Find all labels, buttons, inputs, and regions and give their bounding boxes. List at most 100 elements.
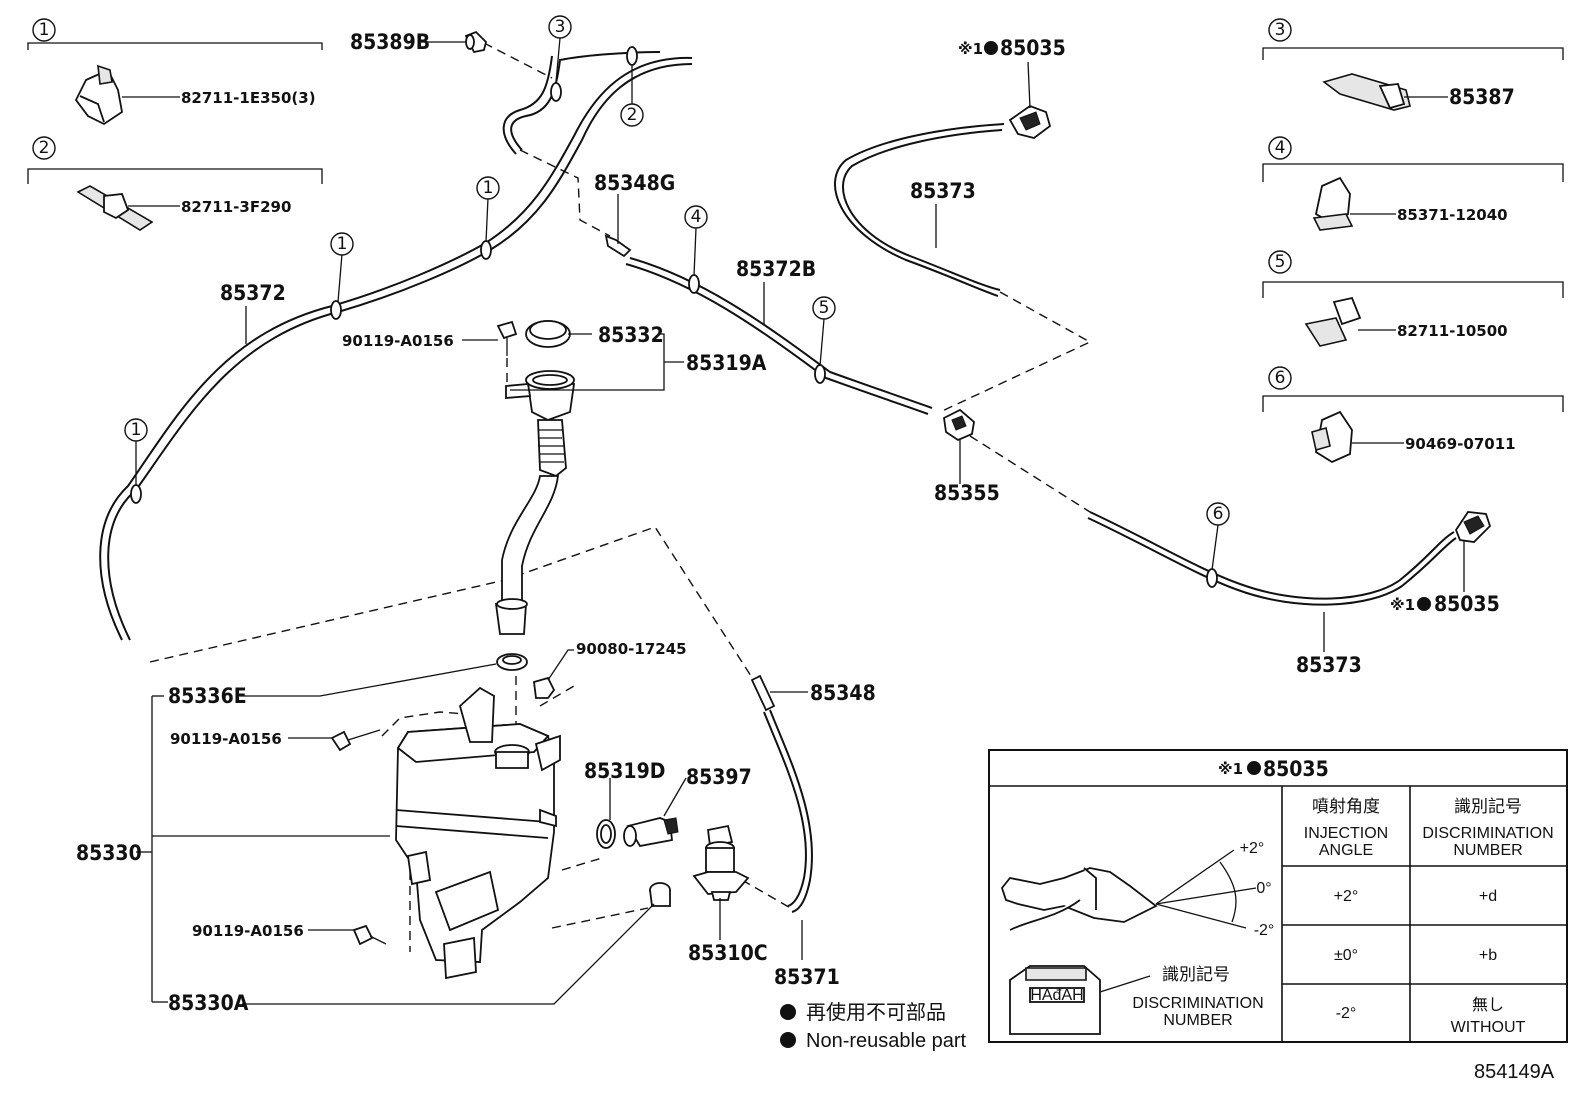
part-label-85372B: 85372B [736,257,816,281]
clip-legend-1: 1 82711-1E350(3) [27,18,323,126]
level-sensor-85397-icon [623,817,679,847]
col1-en-1: INJECTION [1304,825,1388,842]
clip-part-82711-3F290: 82711-3F290 [181,198,291,216]
joint-85348G-icon [604,234,632,258]
part-label-85355: 85355 [934,481,1000,505]
washer-tank-85330-icon [395,686,561,980]
part-label-85336E: 85336E [168,684,247,708]
clip-82711-10500-icon [1304,296,1362,347]
svg-text:4: 4 [691,207,702,227]
connector-id-illustration: HAđAH [1009,965,1151,1035]
hose-clips [130,46,1218,588]
callout-2: 2 [39,138,50,158]
clip-legend-6: 6 90469-07011 [1262,366,1564,464]
part-label-85035-upper: 85035 [1000,36,1066,60]
callout-3: 3 [1275,20,1286,40]
connector-mark: HAđAH [1030,987,1083,1004]
callout-1: 1 [39,20,50,40]
gasket-85319D-icon [596,819,616,849]
nozzle-85035-right-icon [1454,511,1492,543]
clip-part-90469-07011: 90469-07011 [1405,435,1516,453]
clip-90469-07011-icon [1311,410,1353,464]
bolt-90119-top-icon [496,320,518,356]
legend: 再使用不可部品 Non-reusable part [780,1001,967,1052]
table-title: 85035 [1263,757,1329,781]
nozzle-prefix-upper: ※1 [958,40,983,58]
part-label-85319D: 85319D [584,759,665,783]
svg-text:5: 5 [819,298,830,318]
hose-85371 [763,709,813,913]
part-label-85330: 85330 [76,841,142,865]
clip-part-85371-12040: 85371-12040 [1397,206,1508,224]
angle-zero: 0° [1256,880,1271,897]
filler-neck-85319A-icon [494,370,576,635]
svg-text:1: 1 [131,420,142,440]
nozzle-angle-illustration: +2° 0° -2° [1000,840,1275,939]
row1-mark: +d [1479,888,1497,905]
valve-85355-icon [943,408,975,442]
svg-text:2: 2 [627,105,638,125]
connector-85389B-icon [464,30,487,54]
angle-plus: +2° [1240,840,1265,857]
svg-text:3: 3 [555,17,566,37]
part-label-85319A: 85319A [686,351,767,375]
callout-5: 5 [1275,252,1286,272]
dashed-group-lines [149,42,1092,952]
part-label-85330A: 85330A [168,991,249,1015]
clip-legend-3: 3 85387 [1262,18,1564,111]
row3-mark2: WITHOUT [1451,1019,1526,1036]
svg-text:6: 6 [1213,504,1224,524]
diagram-callouts: 1 1 1 3 2 4 5 6 [124,15,1230,571]
table-title-prefix: ※1 [1218,760,1243,778]
part-label-85373-upper: 85373 [910,179,976,203]
diagram-id: 854149A [1474,1061,1555,1083]
col2-jp: 識別記号 [1454,797,1522,816]
part-label-85332: 85332 [598,323,664,347]
hose-85373-upper [834,123,1005,297]
legend-en: Non-reusable part [806,1030,967,1052]
bolt-90119-mid-icon [330,729,381,752]
part-label-85035-right: 85035 [1434,592,1500,616]
clip-85371-12040-icon [1312,176,1354,231]
angle-minus: -2° [1254,922,1275,939]
row2-angle: ±0° [1334,947,1358,964]
nozzle-85035-upper-icon [1008,104,1052,139]
callout-6: 6 [1275,368,1286,388]
clip-85387-icon [1322,73,1411,111]
id-en-2: NUMBER [1163,1012,1232,1029]
col2-en-2: NUMBER [1453,842,1522,859]
svg-text:1: 1 [483,178,494,198]
hose-85372B [625,257,933,415]
washer-motor-85310C-icon [692,824,750,901]
grommet-85336E-icon [496,653,528,671]
part-label-85348: 85348 [810,681,876,705]
row1-angle: +2° [1334,888,1359,905]
strainer-85330A-icon [649,882,671,907]
hose-85373-lower [1087,511,1457,606]
legend-jp: 再使用不可部品 [806,1001,946,1024]
clip-legend-4: 4 85371-12040 [1262,136,1564,231]
part-label-90080: 90080-17245 [576,640,687,658]
part-label-85372: 85372 [220,281,286,305]
row3-mark: 無し [1472,996,1504,1014]
part-label-85348G: 85348G [594,171,675,195]
clip-part-82711-1E350: 82711-1E350(3) [181,89,316,107]
part-label-85373-lower: 85373 [1296,653,1362,677]
part-label-85310C: 85310C [688,941,768,965]
clip-82711-3F290-icon [76,185,154,231]
id-en-1: DISCRIMINATION [1132,995,1263,1012]
clip-legend-2: 2 82711-3F290 [27,136,323,231]
part-label-90119-mid: 90119-A0156 [170,730,282,748]
part-label-90119-low: 90119-A0156 [192,922,304,940]
col1-jp: 噴射角度 [1312,797,1380,816]
clip-82711-1E350-icon [74,64,123,126]
row3-angle: -2° [1336,1005,1357,1022]
cap-85332-icon [525,320,571,348]
joint-85348-icon [750,674,776,712]
row2-mark: +b [1479,947,1497,964]
col1-en-2: ANGLE [1319,842,1373,859]
clip-legend-5: 5 82711-10500 [1262,250,1564,347]
part-label-85397: 85397 [686,765,752,789]
callout-4: 4 [1275,138,1286,158]
